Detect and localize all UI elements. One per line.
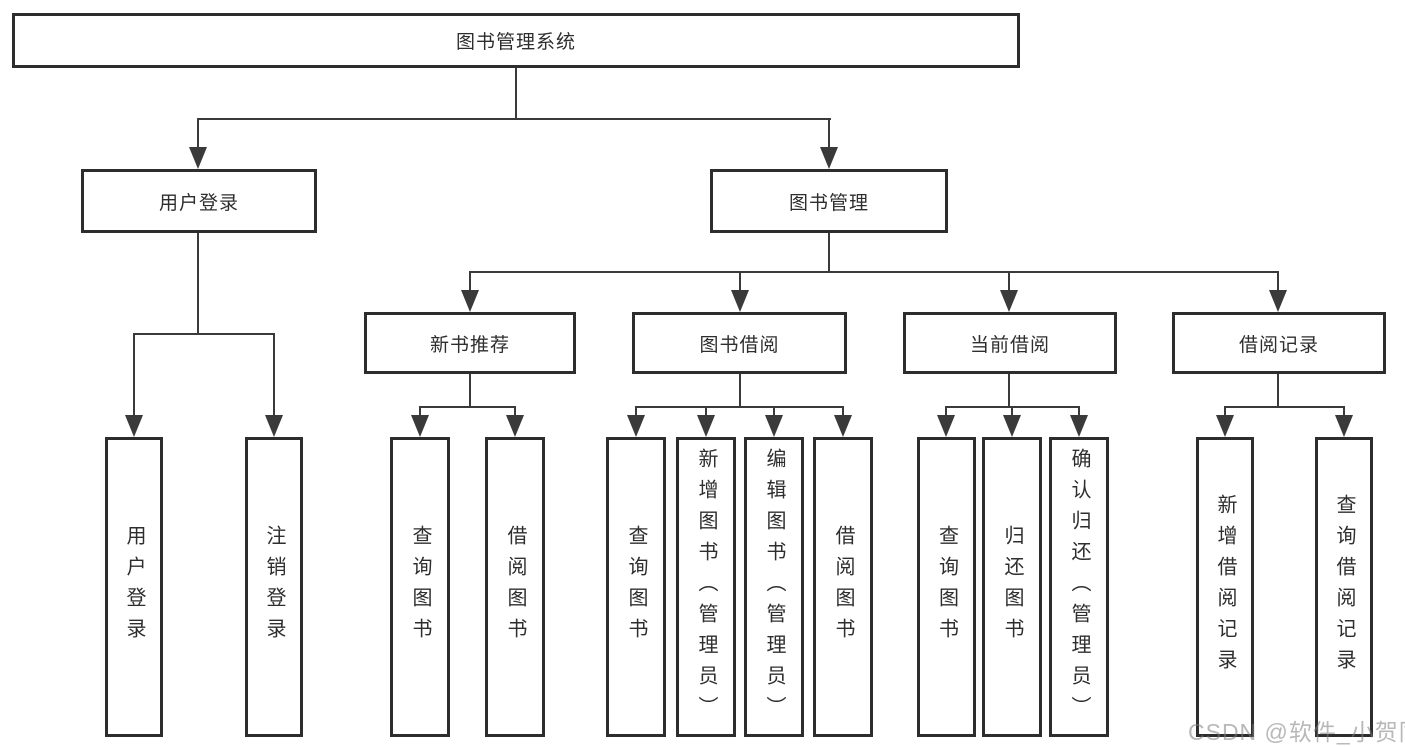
leaf-add-borrow-record: 新增借阅记录 [1196,437,1254,737]
node-new-book-recommend: 新书推荐 [364,312,576,374]
arrow-down-icon [265,415,283,437]
arrow-down-icon [937,415,955,437]
leaf-label: 查询图书 [625,525,647,649]
connector-line [1008,271,1010,292]
connector-line [1277,372,1279,408]
arrow-down-icon [820,147,838,169]
leaf-query-books-recommend: 查询图书 [390,437,450,737]
connector-line [197,230,199,335]
leaf-label: 查询图书 [409,525,431,649]
node-label: 新书推荐 [429,334,510,356]
connector-line [828,118,830,150]
leaf-query-borrow-record: 查询借阅记录 [1315,437,1373,737]
leaf-edit-books-admin: 编辑图书（管理员） [744,437,804,737]
arrow-down-icon [834,415,852,437]
arrow-down-icon [1000,290,1018,312]
leaf-borrow-books: 借阅图书 [813,437,873,737]
connector-line [469,271,471,292]
arrow-down-icon [1335,415,1353,437]
connector-line [419,406,421,418]
connector-line [739,271,741,292]
leaf-query-books-current: 查询图书 [917,437,976,737]
connector-line [1008,372,1010,408]
leaf-label: 新增借阅记录 [1214,494,1236,680]
connector-line [1078,406,1080,418]
connector-line [773,406,775,418]
leaf-label: 借阅图书 [832,525,854,649]
connector-line [197,118,199,150]
connector-line [1011,406,1013,418]
node-current-borrowing: 当前借阅 [903,312,1117,374]
root-node-label: 图书管理系统 [455,32,576,53]
node-label: 当前借阅 [969,334,1050,356]
leaf-label: 用户登录 [123,525,145,649]
node-label: 图书管理 [788,192,869,214]
arrow-down-icon [411,415,429,437]
arrow-down-icon [731,290,749,312]
arrow-down-icon [125,415,143,437]
connector-line [419,406,516,408]
node-label: 借阅记录 [1238,334,1319,356]
arrow-down-icon [697,415,715,437]
connector-line [1277,271,1279,292]
arrow-down-icon [1070,415,1088,437]
root-node-library-system: 图书管理系统 [12,13,1020,68]
connector-line [1224,406,1226,418]
arrow-down-icon [461,290,479,312]
leaf-borrow-books-recommend: 借阅图书 [485,437,545,737]
connector-line [514,406,516,418]
node-book-borrowing: 图书借阅 [632,312,847,374]
connector-line [1343,406,1345,418]
watermark-text: CSDN @软件_小贺同学 [1188,719,1405,745]
connector-line [133,333,275,335]
connector-line [635,406,844,408]
connector-line [705,406,707,418]
leaf-label: 借阅图书 [504,525,526,649]
leaf-logout: 注销登录 [245,437,303,737]
arrow-down-icon [1003,415,1021,437]
arrow-down-icon [1269,290,1287,312]
connector-line [828,230,830,273]
leaf-label: 确认归还（管理员） [1068,447,1090,727]
connector-line [133,333,135,417]
node-borrowing-records: 借阅记录 [1172,312,1386,374]
node-label: 图书借阅 [699,334,780,356]
connector-line [197,118,831,120]
connector-line [469,372,471,408]
leaf-add-books-admin: 新增图书（管理员） [676,437,736,737]
arrow-down-icon [765,415,783,437]
leaf-user-login: 用户登录 [105,437,163,737]
connector-line [469,271,1279,273]
arrow-down-icon [1216,415,1234,437]
leaf-query-books-borrowing: 查询图书 [606,437,666,737]
node-user-login: 用户登录 [81,169,317,233]
node-book-management: 图书管理 [710,169,948,233]
arrow-down-icon [627,415,645,437]
leaf-label: 归还图书 [1001,525,1023,649]
leaf-label: 注销登录 [263,525,285,649]
connector-line [842,406,844,418]
leaf-return-books: 归还图书 [982,437,1042,737]
connector-line [1224,406,1345,408]
connector-line [273,333,275,417]
connector-line [739,372,741,408]
leaf-label: 新增图书（管理员） [695,447,717,727]
arrow-down-icon [506,415,524,437]
node-label: 用户登录 [158,192,239,214]
connector-line [635,406,637,418]
connector-line [945,406,947,418]
leaf-label: 查询图书 [935,525,958,649]
arrow-down-icon [189,147,207,169]
connector-line [515,66,517,120]
leaf-label: 编辑图书（管理员） [763,447,785,727]
leaf-confirm-return-admin: 确认归还（管理员） [1049,437,1109,737]
leaf-label: 查询借阅记录 [1333,494,1355,680]
